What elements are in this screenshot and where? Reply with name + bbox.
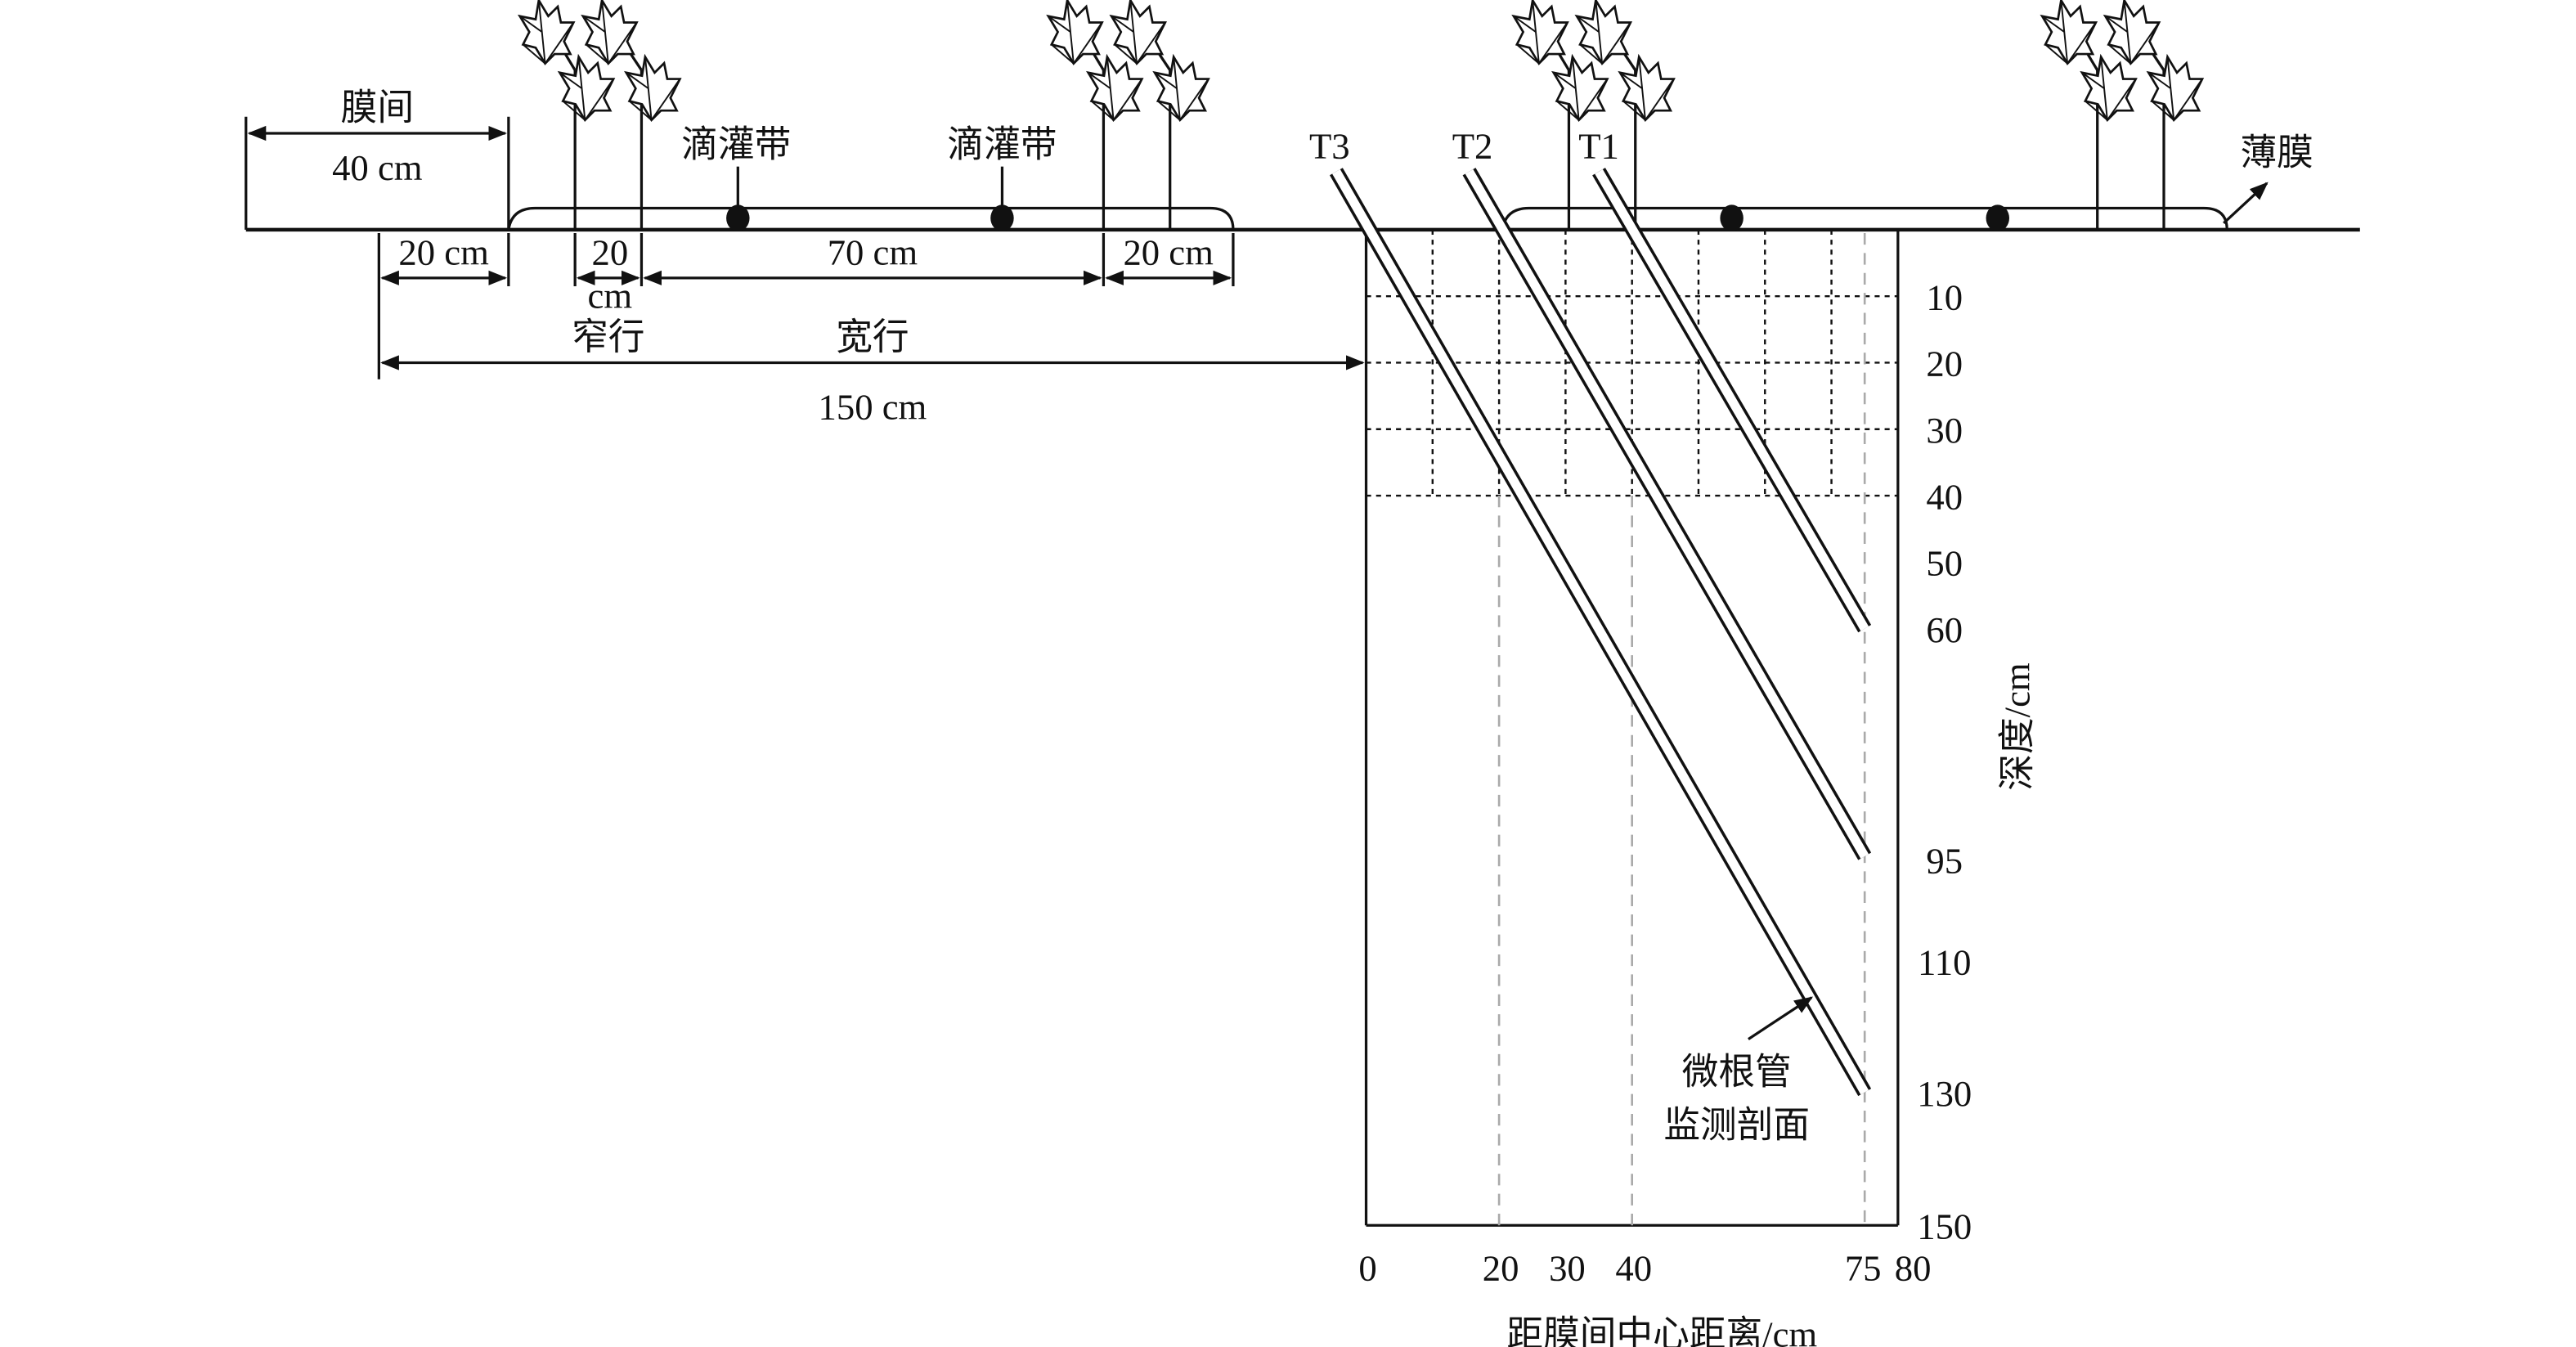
film-right [1501, 206, 2228, 231]
svg-text:30: 30 [1549, 1247, 1586, 1288]
distance-axis: 0 20 30 40 75 80 [1358, 1247, 1931, 1288]
minirhizotron-tube-t2 [1462, 168, 1872, 860]
svg-text:75: 75 [1845, 1247, 1882, 1288]
svg-text:95: 95 [1926, 840, 1963, 881]
svg-text:150: 150 [1917, 1206, 1972, 1246]
inter-film-label: 膜间 [341, 88, 414, 128]
cotton-plant-icon [2042, 0, 2202, 229]
x-axis-title: 距膜间中心距离/cm [1506, 1314, 1817, 1347]
svg-text:40: 40 [1926, 476, 1963, 517]
inter-film-width: 40 cm [332, 147, 423, 188]
depth-axis: 10 20 30 40 50 60 95 110 130 150 [1917, 276, 1972, 1246]
svg-text:60: 60 [1926, 609, 1963, 650]
film-label: 薄膜 [2240, 132, 2313, 173]
drip-tape-dots [726, 204, 2009, 231]
cotton-plant-icon [1514, 0, 1674, 229]
dim-label: 20 cm [398, 232, 489, 273]
wide-row-label: 宽行 [836, 317, 909, 357]
svg-text:130: 130 [1917, 1073, 1972, 1114]
svg-text:50: 50 [1926, 543, 1963, 584]
row-dimensions [377, 232, 1365, 379]
tube-label: T2 [1452, 126, 1493, 167]
svg-text:20: 20 [1926, 343, 1963, 384]
svg-text:110: 110 [1918, 941, 1971, 982]
dim-label: 150 cm [819, 387, 927, 428]
svg-text:20: 20 [1483, 1247, 1519, 1288]
profile-label: 监测剖面 [1663, 1105, 1810, 1146]
drip-tape-label: 滴灌带 [947, 123, 1057, 164]
cotton-plant-icon [1048, 0, 1209, 229]
svg-text:80: 80 [1895, 1247, 1932, 1288]
minirhizotron-label: 微根管 [1682, 1051, 1792, 1092]
svg-text:40: 40 [1615, 1247, 1652, 1288]
dim-label: 20 cm [1123, 232, 1214, 273]
drip-tape-label: 滴灌带 [681, 123, 791, 164]
dim-label: cm [588, 275, 633, 316]
minirhizotron-tube-t3 [1330, 168, 1872, 1097]
tube-label: T3 [1309, 126, 1350, 167]
minirhizotron-tube-t1 [1592, 168, 1872, 633]
narrow-row-label: 窄行 [572, 317, 644, 357]
film-left [507, 206, 1235, 231]
y-axis-title: 深度/cm [1996, 662, 2037, 791]
cotton-plant-icon [520, 0, 680, 229]
dim-label: 20 [591, 232, 628, 273]
dim-label: 70 cm [828, 232, 918, 273]
svg-text:0: 0 [1358, 1247, 1376, 1288]
svg-text:10: 10 [1926, 276, 1963, 317]
soil-profile-grid [1364, 229, 1900, 1227]
tube-label: T1 [1578, 126, 1619, 167]
svg-text:30: 30 [1926, 410, 1963, 451]
